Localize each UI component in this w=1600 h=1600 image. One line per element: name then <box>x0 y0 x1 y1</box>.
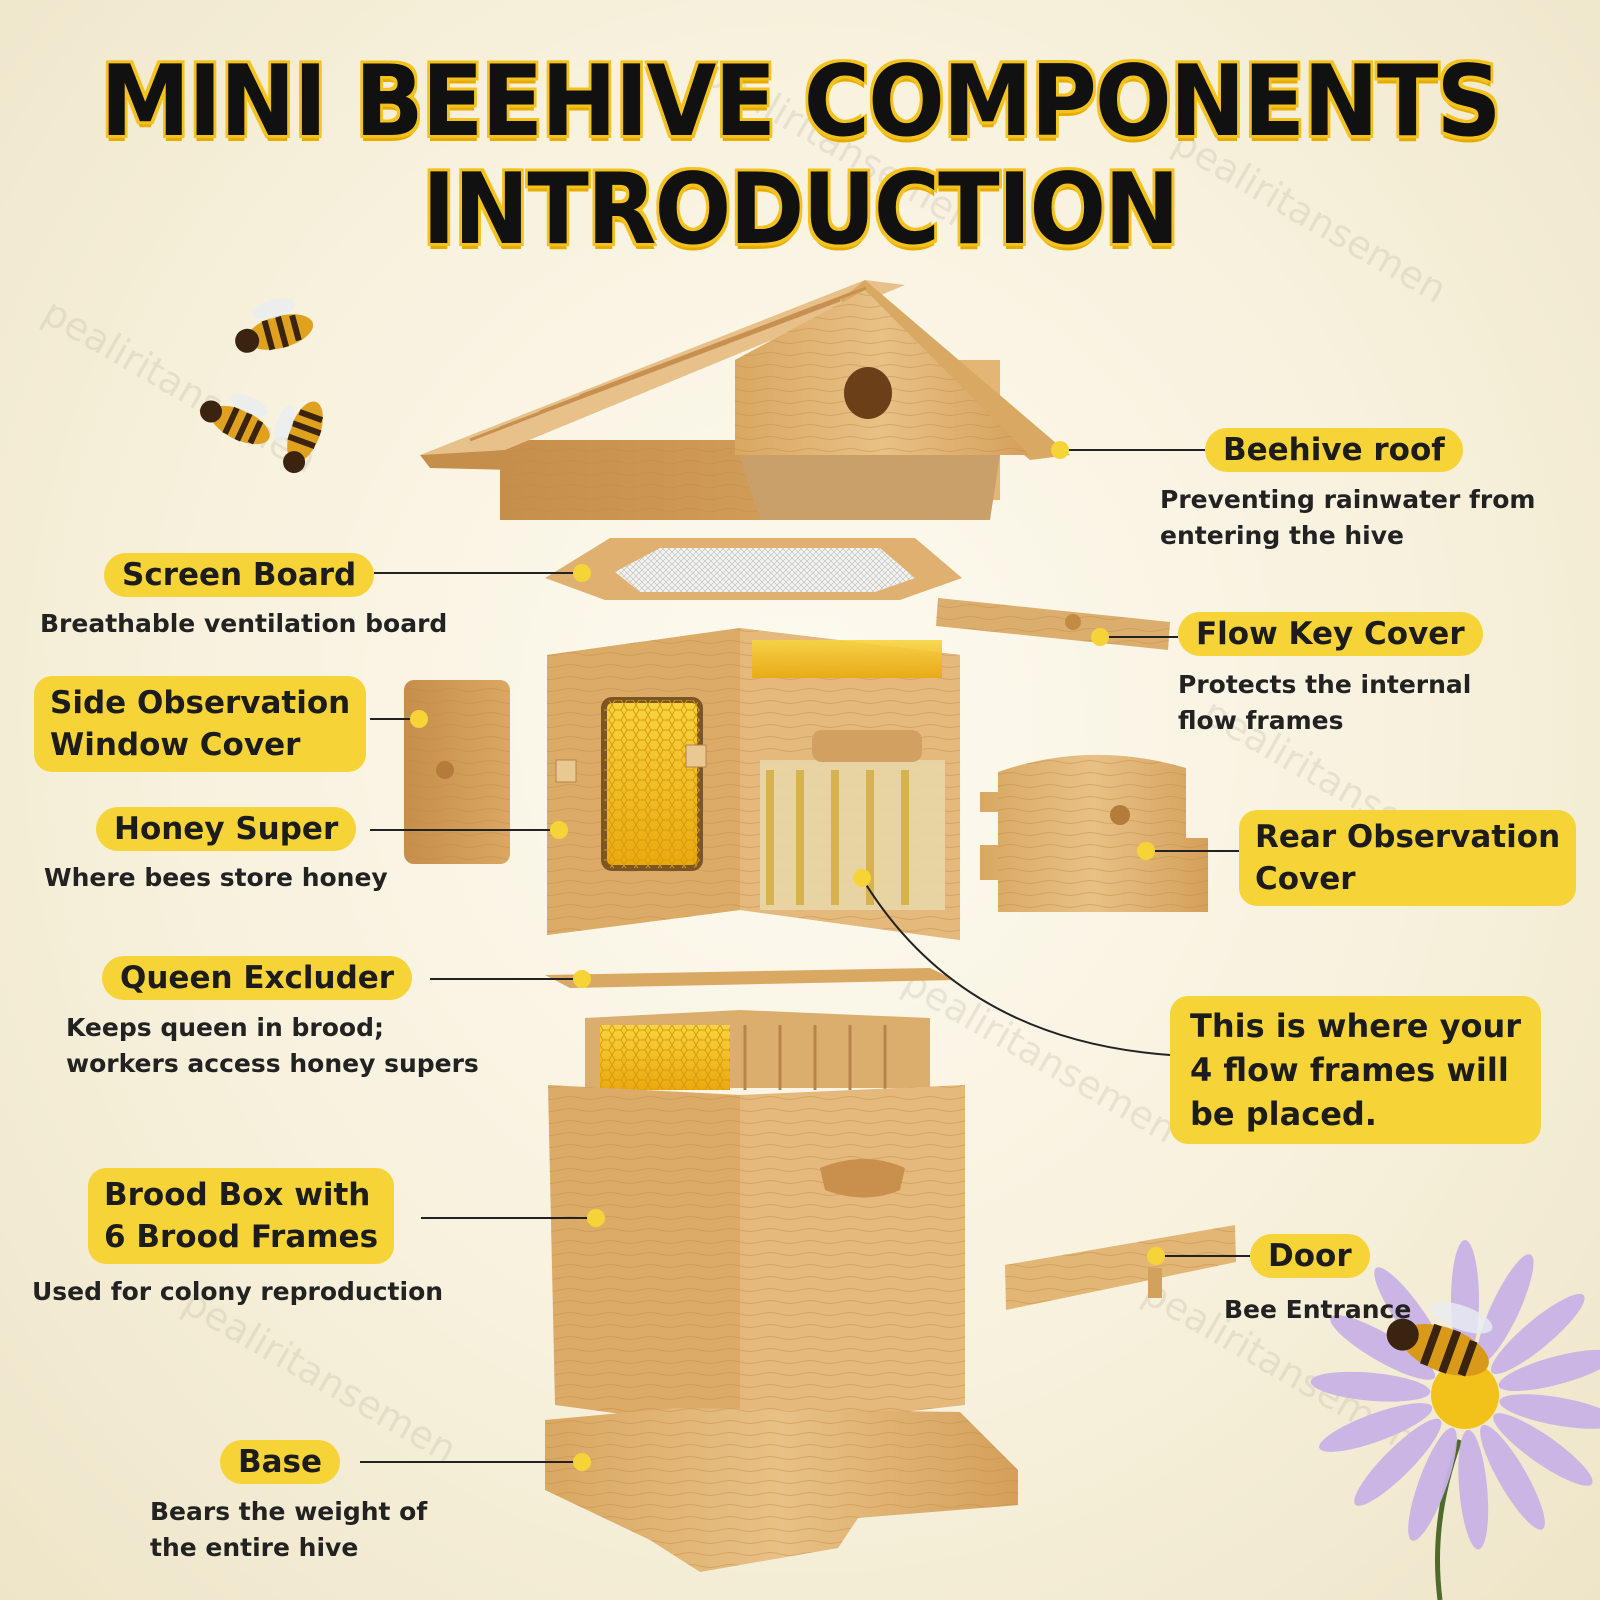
flow-frames-note-label: This is where your 4 flow frames will be… <box>1170 996 1541 1144</box>
flow-key-cover-desc-2: flow frames <box>1178 706 1344 735</box>
beehive-roof-desc-2: entering the hive <box>1160 521 1404 550</box>
brood-box-label-line-1: Brood Box with <box>104 1177 371 1213</box>
flow-key-cover-desc-1: Protects the internal <box>1178 670 1472 699</box>
brood-box-label-line-2: 6 Brood Frames <box>104 1219 379 1255</box>
base-desc-2: the entire hive <box>150 1533 359 1562</box>
queen-excluder-desc-1: Keeps queen in brood; <box>66 1013 384 1042</box>
honey-super-desc: Where bees store honey <box>44 863 388 892</box>
door-desc: Bee Entrance <box>1224 1295 1412 1324</box>
rear-observation-cover-label-line-2: Cover <box>1255 861 1356 897</box>
side-window-cover-label-line-1: Side Observation <box>50 685 351 721</box>
anchor-dot <box>550 821 568 839</box>
anchor-dot <box>1091 628 1109 646</box>
anchor-dot <box>573 1453 591 1471</box>
brood-box-part <box>548 1010 965 1430</box>
door-label: Door <box>1250 1234 1370 1278</box>
beehive-roof-desc-1: Preventing rainwater from <box>1160 485 1536 514</box>
page-title: MINI BEEHIVE COMPONENTS INTRODUCTION <box>64 48 1536 264</box>
base-desc-1: Bears the weight of <box>150 1497 428 1526</box>
screen-board-part <box>545 538 962 600</box>
leader-lines <box>360 449 1250 1463</box>
side-window-cover-label: Side Observation Window Cover <box>34 676 367 772</box>
honey-super-part <box>547 628 960 940</box>
flow-key-cover-part <box>936 598 1170 650</box>
anchor-dot <box>1051 441 1069 459</box>
bee-icon <box>1386 1302 1493 1377</box>
anchor-dot <box>853 869 871 887</box>
side-window-cover-part <box>404 680 510 864</box>
title-line-1: MINI BEEHIVE COMPONENTS <box>100 45 1501 159</box>
brood-box-label: Brood Box with 6 Brood Frames <box>88 1168 395 1264</box>
flow-frames-note-line-2: 4 flow frames will <box>1190 1051 1509 1089</box>
title-line-2: INTRODUCTION <box>422 153 1180 267</box>
anchor-dot <box>410 710 428 728</box>
base-part <box>545 1408 1018 1572</box>
beehive-roof-part <box>420 280 1070 520</box>
queen-excluder-desc-2: workers access honey supers <box>66 1049 479 1078</box>
anchor-dot <box>1147 1247 1165 1265</box>
queen-excluder-part <box>545 968 955 988</box>
queen-excluder-label: Queen Excluder <box>102 956 413 1000</box>
honey-super-label: Honey Super <box>96 807 357 851</box>
rear-observation-cover-part <box>980 754 1208 912</box>
anchor-dot <box>573 564 591 582</box>
side-window-cover-label-line-2: Window Cover <box>50 727 301 763</box>
screen-board-label: Screen Board <box>104 553 375 597</box>
anchor-dot <box>1137 842 1155 860</box>
screen-board-desc: Breathable ventilation board <box>40 609 448 638</box>
rear-observation-cover-label-line-1: Rear Observation <box>1255 819 1561 855</box>
flow-key-cover-label: Flow Key Cover <box>1178 612 1483 656</box>
anchor-dots <box>410 441 1165 1471</box>
brood-box-desc: Used for colony reproduction <box>32 1277 444 1306</box>
bees-icon <box>199 298 324 474</box>
anchor-dot <box>587 1209 605 1227</box>
anchor-dot <box>573 970 591 988</box>
door-part <box>1005 1225 1236 1310</box>
beehive-roof-label: Beehive roof <box>1205 428 1463 472</box>
base-label: Base <box>220 1440 341 1484</box>
flow-frames-note-line-1: This is where your <box>1190 1007 1521 1045</box>
rear-observation-cover-label: Rear Observation Cover <box>1239 810 1577 906</box>
flow-frames-note-line-3: be placed. <box>1190 1095 1377 1133</box>
